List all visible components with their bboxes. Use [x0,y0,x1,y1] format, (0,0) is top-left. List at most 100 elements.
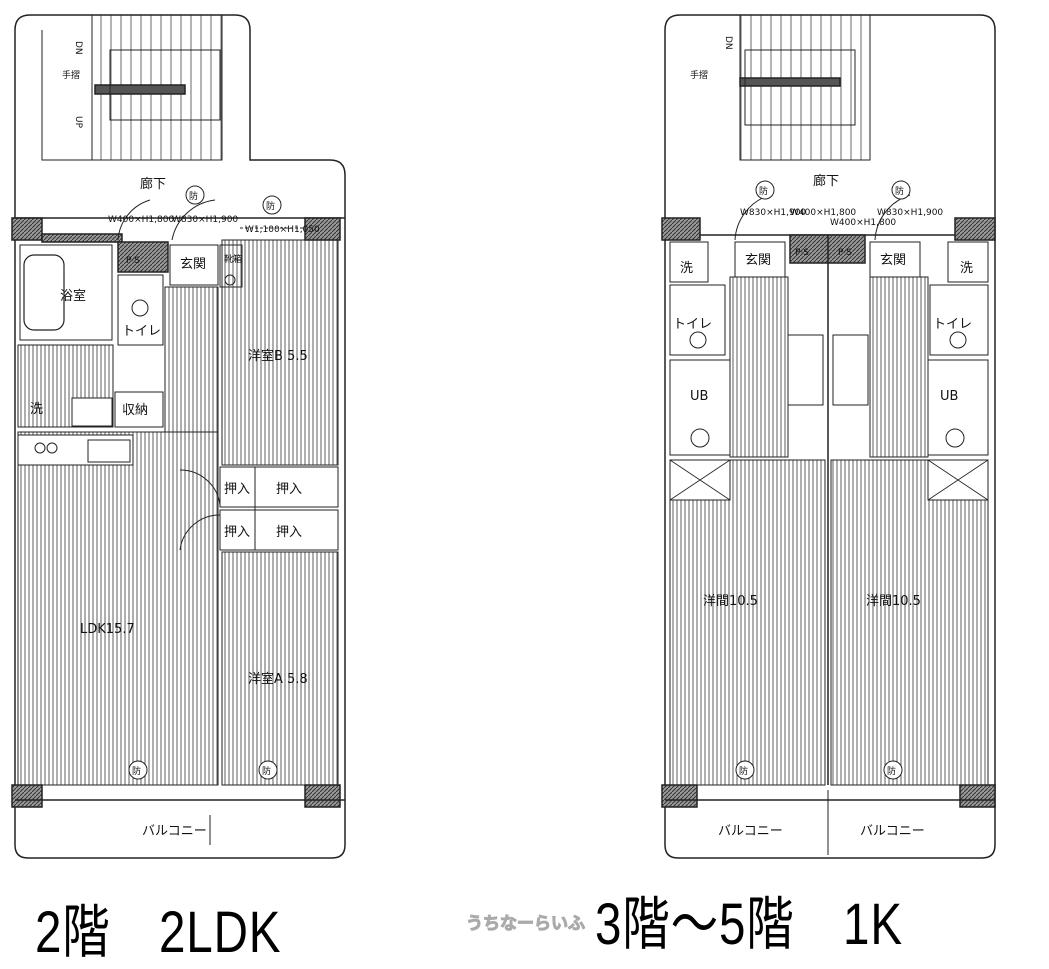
toilet-bowl [131,299,149,317]
kitchen [787,334,824,406]
stair-area [41,30,92,161]
window-spec: W1,100×H1,050 [245,225,320,235]
ps-label: P·S [795,248,809,258]
fire-alarm-icon [891,180,911,200]
toilet-bowl [689,331,707,349]
wall-corner [661,784,698,808]
plan-2f [11,14,346,859]
dn-label: DN [723,36,733,50]
fire-label: 防 [132,765,141,777]
room-b-label: 洋室B 5.5 [248,348,308,364]
fire-alarm-icon [185,185,205,205]
closet-label: 押入 [276,482,302,497]
balcony-label: バルコニー [718,824,783,839]
bathtub [23,254,65,331]
fire-label: 防 [759,185,768,197]
handrail-label: 手摺 [62,69,80,81]
hallway [164,286,219,433]
room-label: 洋間10.5 [866,594,921,609]
bath-label: 浴室 [60,288,86,304]
window-spec: W830×H1,900 [172,215,238,225]
balcony-label: バルコニー [860,824,925,839]
fire-label: 防 [189,190,198,202]
fire-label: 防 [887,765,896,777]
room-right [830,459,989,786]
fire-alarm-icon [755,180,775,200]
wall-corner [11,784,43,808]
balcony-label: バルコニー [142,824,207,839]
storage-label: 収納 [122,403,148,418]
hallway [729,276,789,458]
watermark: うちなーらいふ [466,914,586,935]
toilet-label: トイレ [122,324,161,339]
plan-3-5f [661,14,996,859]
handrail [94,84,186,95]
toilet-label: トイレ [673,317,712,332]
fire-alarm-icon [262,195,282,215]
storage [114,391,164,428]
toilet-room [117,274,164,346]
ps-label: P·S [126,256,140,266]
window-spec: W830×H1,900 [877,208,943,218]
wash-basin [71,397,113,427]
toilet-bowl [949,331,967,349]
closet-label: 押入 [224,482,250,497]
outer-outline [14,14,346,859]
entrance-label: 玄関 [180,257,206,272]
ldk-label: LDK15.7 [80,622,135,637]
room-label: 洋間10.5 [703,594,758,609]
wash-room [669,241,709,283]
fire-label: 防 [739,765,748,777]
wall-corner [661,217,701,241]
entrance-label: 玄関 [745,253,771,268]
shoebox-label: 靴箱 [224,253,242,265]
up-label: UP [73,116,83,129]
fire-label: 防 [266,200,275,212]
unit-bath [927,359,989,456]
room-left [669,459,826,786]
handrail [739,77,841,87]
stairs [739,14,871,161]
window-spec: W400×H1,800 [108,215,174,225]
bathroom [19,244,113,341]
closet-label: 押入 [276,525,302,540]
toilet-room [669,284,726,356]
hallway [869,276,929,458]
fire-alarm-icon [128,760,148,780]
outer-outline [664,14,996,859]
wall-corner [11,217,43,241]
fire-label: 防 [895,185,904,197]
closet-label: 押入 [224,525,250,540]
window-spec: W400×H1,800 [830,218,896,228]
plan-2f-labels: 廊下 手摺 DN UP 防 防 防 防 W400×H1,800 W830×H1,… [30,41,320,839]
toilet-label: トイレ [933,317,972,332]
kitchen [832,334,869,406]
ldk [17,431,219,786]
room-b [221,239,339,466]
caption-2f: 2階 2LDK [35,900,282,965]
handrail-label: 手摺 [690,69,708,81]
room-a-label: 洋室A 5.8 [248,671,308,687]
dn-label: DN [73,41,83,55]
fire-alarm-icon [735,760,755,780]
corridor-label: 廊下 [813,173,839,189]
closet [219,509,339,551]
fire-label: 防 [262,765,271,777]
fire-alarm-icon [258,760,278,780]
closet [219,466,339,508]
entrance [169,244,219,286]
wash-label: 洗 [960,261,973,276]
wash-label: 洗 [30,402,43,417]
wall-corner [959,784,996,808]
fire-alarm-icon [883,760,903,780]
wall-corner [954,217,996,241]
ub-label: UB [690,389,708,404]
caption-3-5f: 3階～5階 1K [595,892,903,957]
toilet-room [929,284,989,356]
wash-room [947,241,989,283]
wash-label: 洗 [680,261,693,276]
wall-corner [304,784,341,808]
corridor-label: 廊下 [140,176,166,192]
window-spec: W830×H1,900 [740,208,806,218]
